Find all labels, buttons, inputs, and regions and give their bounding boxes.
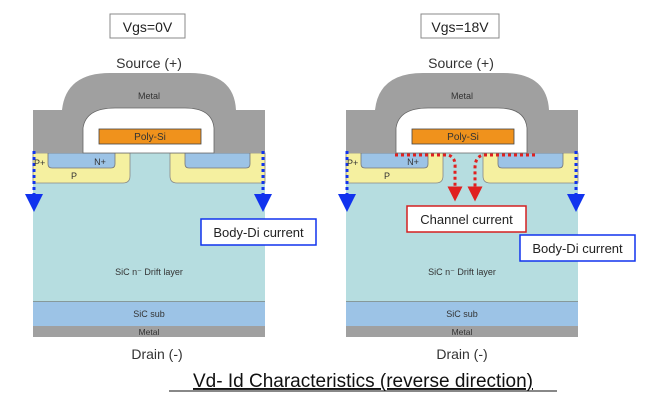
mosfet-cross-section [346,73,578,337]
device-vgs-18v: Vgs=18V Source (+) Metal Poly-Si P+ N+ P… [346,13,636,362]
poly-si-label: Poly-Si [447,132,479,143]
device-vgs-0v: Vgs=0V Source (+) Metal Poly-Si P+ N+ P … [33,13,317,362]
body-di-current-label: Body-Di current [213,225,304,240]
p-label: P [71,171,77,181]
sic-sub-label: SiC sub [133,309,165,319]
source-label: Source (+) [116,55,182,71]
drift-layer-label: SiC n⁻ Drift layer [115,267,183,277]
body-di-current-label: Body-Di current [532,241,623,256]
vgs-label-box [109,13,186,39]
mosfet-cross-section [33,73,265,337]
p-plus-label: P+ [347,158,358,168]
body-di-current-box [200,218,317,246]
vgs-label: Vgs=18V [431,19,489,35]
p-plus-label: P+ [34,158,45,168]
metal-label: Metal [138,91,160,101]
poly-si-label: Poly-Si [134,132,166,143]
bottom-metal-label: Metal [452,327,473,337]
vgs-label: Vgs=0V [123,19,173,35]
metal-label: Metal [451,91,473,101]
channel-current-arrow-left [395,153,463,202]
channel-current-box [406,205,527,233]
p-label: P [384,171,390,181]
channel-current-label: Channel current [420,212,513,227]
body-di-current-box [519,234,636,262]
drain-label: Drain (-) [436,346,487,362]
drain-label: Drain (-) [131,346,182,362]
drift-layer-label: SiC n⁻ Drift layer [428,267,496,277]
sic-sub-label: SiC sub [446,309,478,319]
bottom-metal-label: Metal [139,327,160,337]
channel-current-arrow-right [467,153,535,202]
vgs-label-box [420,13,500,39]
n-plus-label: N+ [94,157,106,167]
n-plus-label: N+ [407,157,419,167]
source-label: Source (+) [428,55,494,71]
diagram-title: Vd- Id Characteristics (reverse directio… [193,371,533,392]
